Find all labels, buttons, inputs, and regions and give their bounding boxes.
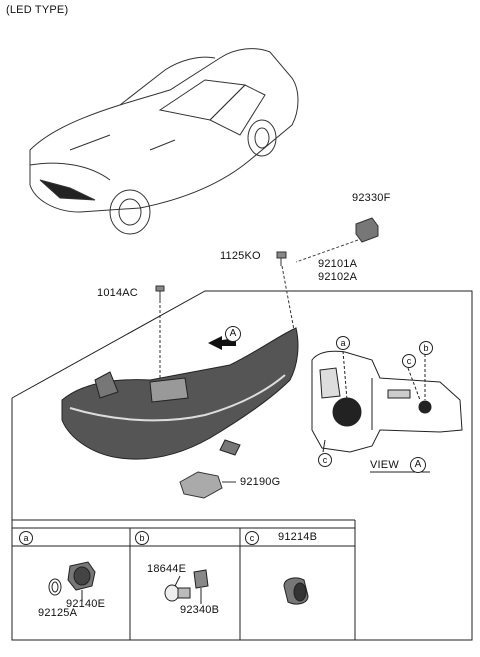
lamp-rear-view <box>311 350 463 453</box>
bracket-92190G <box>179 471 236 499</box>
panel-c-key: c <box>245 531 259 545</box>
callout-c-lower: c <box>318 453 332 467</box>
headlamp-assembly <box>61 327 299 460</box>
panel-b-key: b <box>135 531 149 545</box>
panel-c-art <box>283 577 309 605</box>
screw-1014AC <box>155 285 165 388</box>
connector-92330F <box>295 217 379 263</box>
part-label-92101A: 92101A <box>318 258 358 270</box>
part-label-92102A: 92102A <box>318 271 358 283</box>
panel-b-art <box>164 569 209 604</box>
diagram-title: (LED TYPE) <box>6 4 69 16</box>
assembly-frame <box>11 290 473 641</box>
part-label-92190G: 92190G <box>240 476 281 488</box>
part-label-92340B: 92340B <box>180 604 220 616</box>
view-ref-A: A <box>410 457 426 473</box>
panel-a-key: a <box>19 531 33 545</box>
view-label: VIEW <box>370 459 399 471</box>
callout-a: a <box>336 336 350 350</box>
panel-c-title: 91214B <box>278 531 318 543</box>
part-label-1014AC: 1014AC <box>97 287 138 299</box>
callout-c-upper: c <box>402 354 416 368</box>
part-label-92125A: 92125A <box>38 607 78 619</box>
bolt-1125KO <box>276 251 295 331</box>
callout-A-arrow: A <box>225 326 241 342</box>
part-label-18644E: 18644E <box>147 563 187 575</box>
part-label-92140E: 92140E <box>66 598 106 610</box>
panel-a-art <box>48 561 96 602</box>
part-label-1125KO: 1125KO <box>220 250 261 262</box>
car-illustration <box>29 48 299 235</box>
callout-b: b <box>419 341 433 355</box>
part-label-92330F: 92330F <box>352 192 391 204</box>
